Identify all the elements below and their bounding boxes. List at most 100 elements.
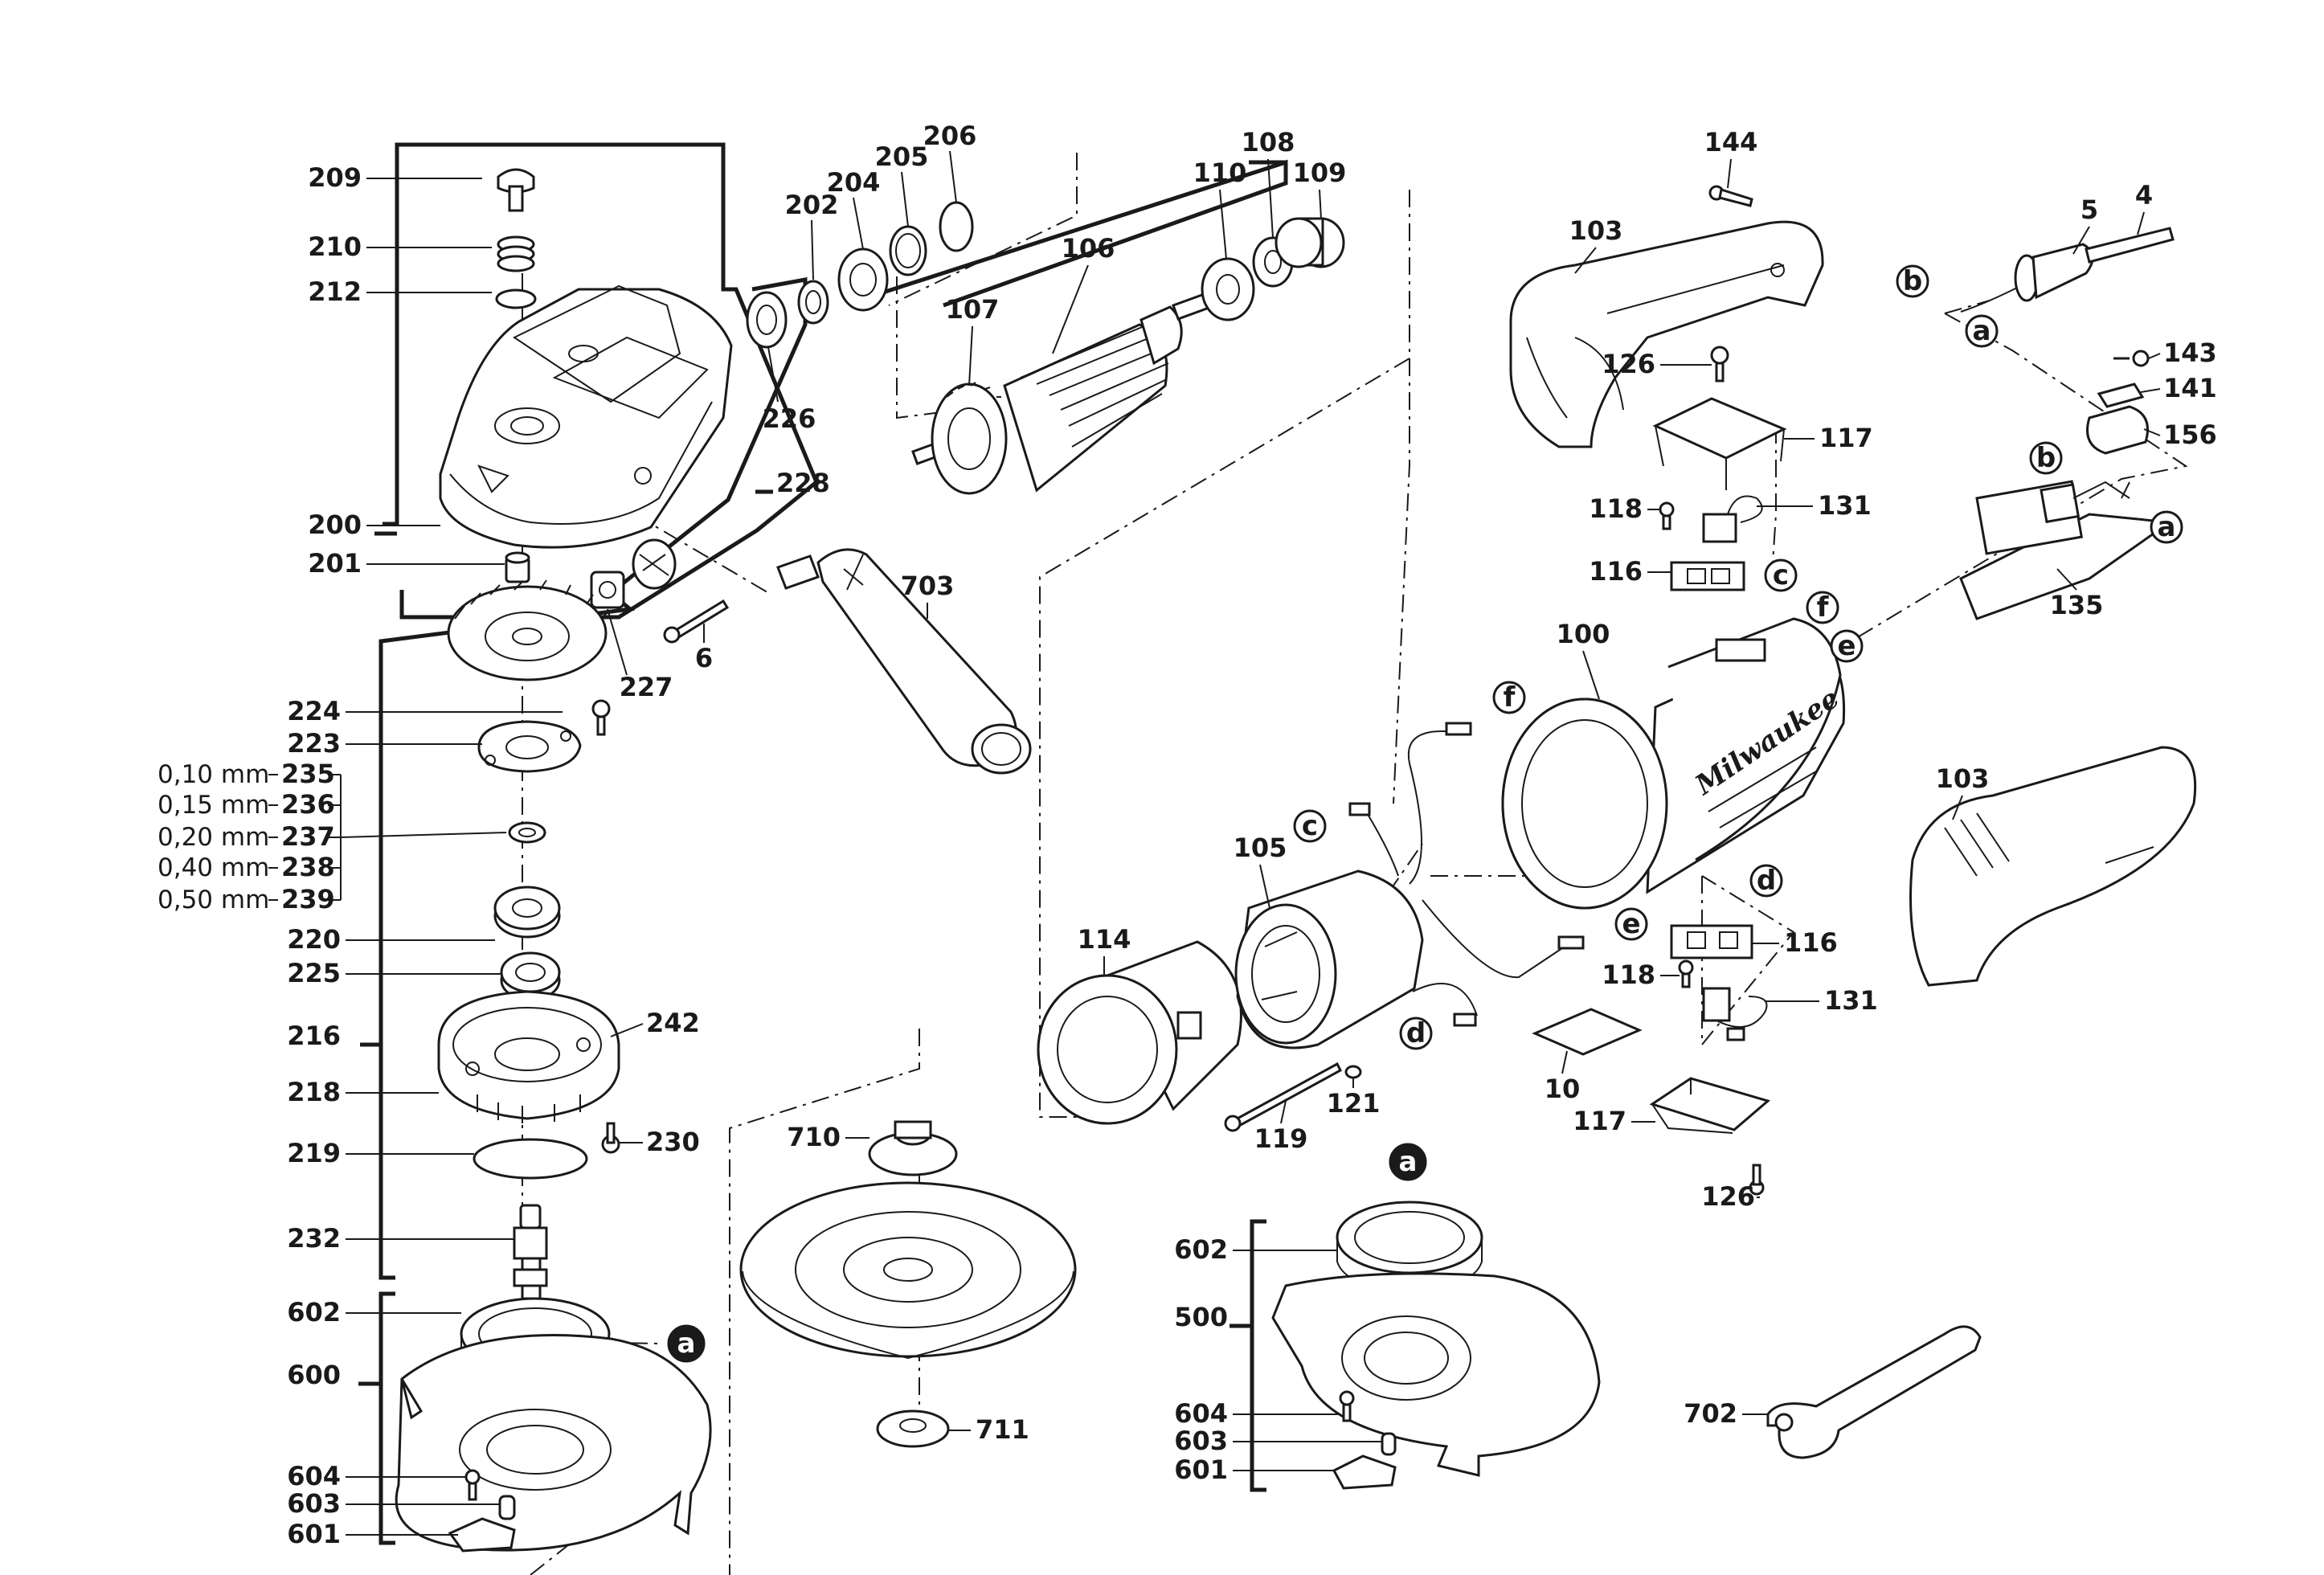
part-126-screw-upper	[1710, 346, 1729, 382]
leader-line	[2137, 211, 2145, 235]
part-219-oring	[473, 1138, 588, 1180]
guard-600	[395, 1297, 712, 1552]
spacer-thickness: 0,15 mm	[158, 791, 269, 820]
part-number-label: 201	[308, 548, 362, 579]
part-number-label: 106	[1062, 233, 1115, 264]
svg-text:a: a	[1399, 1146, 1418, 1178]
spindle-group	[437, 579, 620, 1327]
part-number-label: 703	[901, 571, 955, 601]
part-number-label: 156	[2163, 419, 2217, 450]
part-144-screw	[1708, 185, 1753, 207]
spacer-thickness: 0,50 mm	[158, 886, 269, 914]
leader-line	[968, 325, 973, 387]
part-number-label: 603	[1174, 1426, 1228, 1456]
part-209-cap	[497, 168, 535, 212]
leader-line	[853, 197, 864, 250]
part-216-flange	[437, 990, 620, 1123]
part-220-bearing	[493, 886, 561, 939]
part-601-lever-right	[1332, 1454, 1397, 1490]
part-number-label: 242	[646, 1008, 700, 1038]
callout-d: d	[1749, 864, 1783, 898]
leader-line	[949, 150, 957, 203]
leader-line	[1952, 795, 1963, 820]
part-200-gear-housing	[439, 284, 733, 549]
spacer-thickness: 0,40 mm	[158, 853, 269, 882]
part-156-cover	[2086, 405, 2149, 455]
part-103-handle-lower	[1909, 746, 2197, 987]
part-number-label: 232	[287, 1223, 341, 1254]
part-604-screw-right	[1339, 1390, 1355, 1422]
switch-cable-group	[1959, 227, 2175, 620]
spacer-part-number: 236	[281, 789, 335, 820]
part-number-label: 126	[1701, 1181, 1755, 1212]
part-number-label: 218	[287, 1077, 341, 1107]
part-number-label: 141	[2163, 373, 2217, 403]
part-131-brush-lower	[1702, 987, 1768, 1041]
part-number-label: 103	[1569, 215, 1623, 246]
handle-halves	[1509, 185, 2197, 987]
part-number-label: 230	[646, 1127, 700, 1157]
callout-f: f	[1806, 591, 1839, 624]
part-number-label: 202	[785, 190, 839, 220]
leader-line	[607, 608, 628, 676]
part-number-label: 500	[1174, 1302, 1228, 1332]
gear-housing-group	[439, 168, 733, 583]
part-5-strain-relief	[2014, 243, 2094, 302]
spacer-part-number: 237	[281, 821, 335, 852]
leader-line	[2056, 568, 2077, 591]
callout-a: a	[1389, 1143, 1427, 1181]
wheel-disc	[739, 1181, 1077, 1360]
callout-e: e	[1830, 629, 1864, 663]
part-number-label: 600	[287, 1360, 341, 1390]
part-number-label: 10	[1545, 1074, 1581, 1104]
part-number-label: 121	[1327, 1088, 1381, 1119]
callout-b: b	[1896, 264, 1929, 298]
part-number-label: 205	[875, 141, 929, 172]
part-number-label: 126	[1602, 349, 1655, 379]
svg-text:f: f	[1817, 591, 1830, 624]
part-number-label: 108	[1242, 127, 1295, 158]
part-702-wrench	[1766, 1325, 1982, 1459]
part-232-spindle	[513, 1204, 548, 1327]
part-number-label: 110	[1193, 158, 1247, 188]
part-number-label: 206	[923, 121, 977, 151]
part-number-label: 103	[1936, 763, 1990, 794]
part-number-label: 223	[287, 728, 341, 759]
svg-text:b: b	[2036, 442, 2056, 474]
callout-f: f	[1492, 681, 1526, 714]
part-143-screw	[2113, 350, 2150, 367]
leader-line	[2148, 353, 2161, 359]
part-number-label: 116	[1589, 556, 1643, 587]
part-237-spacer	[508, 821, 546, 844]
part-210-spring	[497, 235, 535, 272]
leader-line	[1319, 189, 1322, 219]
callout-d: d	[1399, 1017, 1433, 1050]
part-number-label: 107	[946, 294, 1000, 325]
part-206-circlip	[939, 201, 974, 252]
svg-text:e: e	[1622, 908, 1640, 940]
part-6-screw	[663, 599, 730, 644]
part-number-label: 143	[2163, 338, 2217, 368]
part-number-label: 601	[1174, 1454, 1228, 1485]
brush-group-lower	[1649, 924, 1771, 1196]
part-number-label: 220	[287, 924, 341, 955]
part-100-motor-housing: Milwaukee	[1501, 617, 1845, 910]
part-118-screw-upper	[1659, 501, 1675, 530]
part-226-nut	[746, 291, 788, 349]
part-number-label: 212	[308, 276, 362, 307]
svg-text:a: a	[1973, 315, 1991, 347]
svg-text:d: d	[1406, 1017, 1426, 1049]
part-212-oring	[495, 288, 537, 309]
part-711-nut	[876, 1409, 950, 1448]
spacer-part-number: 239	[281, 884, 335, 914]
svg-text:f: f	[1504, 681, 1516, 714]
spacer-part-number: 235	[281, 759, 335, 789]
part-117-cover-lower	[1649, 1077, 1771, 1131]
part-number-label: 602	[287, 1297, 341, 1328]
spacer-part-number: 238	[281, 852, 335, 882]
leader-line	[610, 1023, 644, 1037]
svg-text:a: a	[2158, 511, 2176, 543]
